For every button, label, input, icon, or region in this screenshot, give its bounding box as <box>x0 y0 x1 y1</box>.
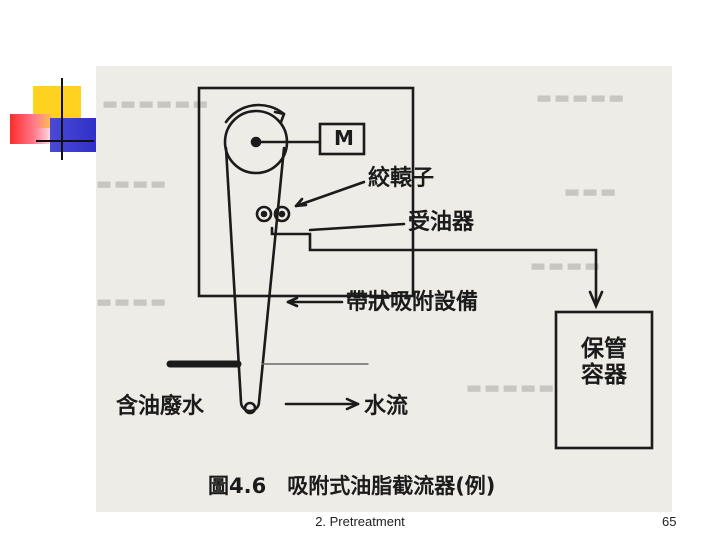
logo-red-square <box>10 114 54 144</box>
storage-container-box <box>554 310 654 450</box>
figure-caption: 圖4.6 吸附式油脂截流器(例) <box>208 474 496 498</box>
storage-container-label: 保管 容器 <box>581 336 627 389</box>
bleed-through-text: ▬▬▬ <box>564 182 619 202</box>
roller-leader-arrow <box>294 180 366 208</box>
bleed-through-text: ▬▬▬▬ <box>530 256 603 276</box>
motor-box <box>318 122 366 156</box>
schematic-drawing <box>166 86 654 450</box>
oil-pipe-arrow-head <box>588 290 604 310</box>
housing-frame <box>197 86 415 298</box>
adsorption-belt <box>224 146 286 413</box>
scanned-figure: ▬▬▬▬▬▬ ▬▬▬▬▬ ▬▬▬▬ ▬▬▬ ▬▬▬▬ ▬▬▬▬ ▬▬▬▬▬ <box>96 66 672 512</box>
rotation-arrow-head <box>273 110 286 124</box>
receiver-leader-line <box>308 222 406 232</box>
bottom-pulley <box>243 401 257 415</box>
logo-blue-square <box>50 118 96 152</box>
bleed-through-text: ▬▬▬▬▬ <box>536 88 627 108</box>
oily-wastewater-label: 含油廢水 <box>116 394 205 419</box>
motor-label: M <box>334 126 354 150</box>
bleed-through-text: ▬▬▬▬▬▬ <box>102 94 211 114</box>
logo-horizontal-line <box>36 140 94 142</box>
bleed-through-text: ▬▬▬▬▬ <box>466 378 557 398</box>
squeeze-roller-right <box>273 205 291 223</box>
oil-pipe <box>270 226 598 304</box>
belt-adsorption-label: 帶狀吸附設備 <box>346 290 479 315</box>
water-flow-label: 水流 <box>364 394 409 419</box>
rotation-arrow <box>224 103 286 124</box>
logo-vertical-line <box>61 78 63 160</box>
footer-title: 2. Pretreatment <box>315 514 405 529</box>
bleed-through-text: ▬▬▬▬ <box>96 292 169 312</box>
squeeze-roller-left <box>255 205 273 223</box>
bleed-through-text: ▬▬▬▬ <box>96 174 169 194</box>
page-number: 65 <box>662 514 677 529</box>
oil-receiver-label: 受油器 <box>408 210 475 235</box>
squeeze-roller-label: 絞轅子 <box>368 166 435 191</box>
